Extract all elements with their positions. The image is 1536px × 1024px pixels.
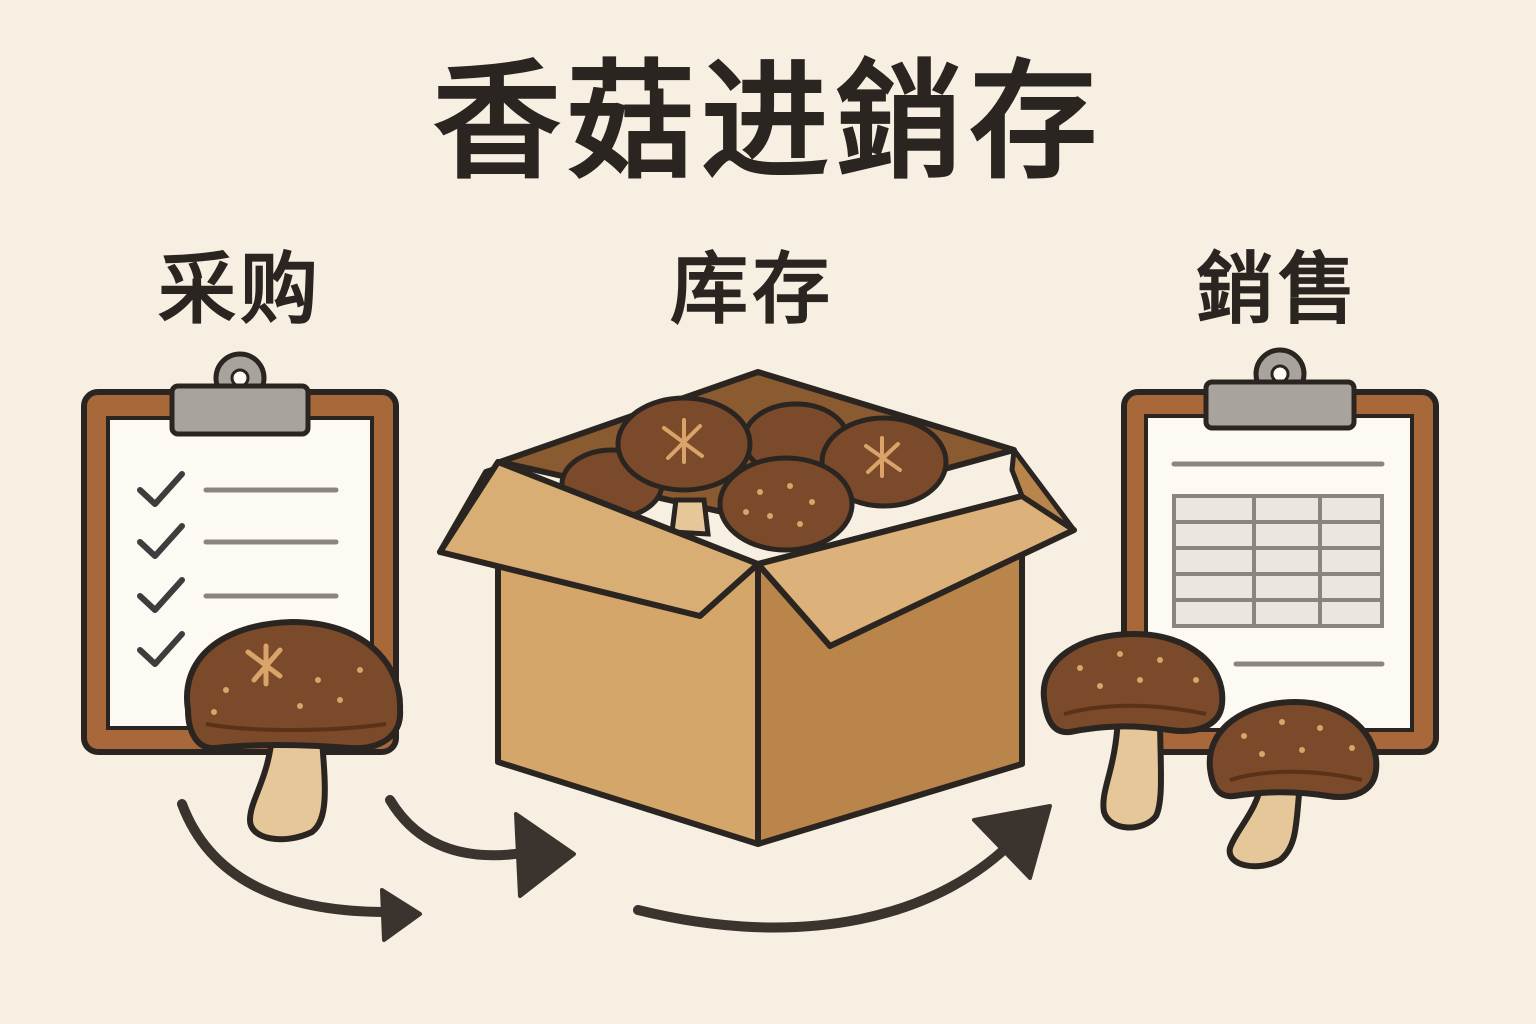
stage-label-purchase: 采购 xyxy=(157,245,322,335)
shiitake-mushroom-icon xyxy=(184,618,404,843)
flow-arrow-icon xyxy=(385,795,576,898)
flow-arrow-icon xyxy=(177,799,422,942)
flow-arrow-icon xyxy=(633,804,1052,933)
shiitake-mushroom-icon xyxy=(1206,698,1380,870)
stage-label-inventory: 库存 xyxy=(669,245,834,335)
page-title: 香菇进銷存 xyxy=(432,48,1103,197)
cardboard-box-icon xyxy=(437,369,1077,847)
shiitake-mushroom-icon xyxy=(1040,630,1226,831)
stage-label-sales: 銷售 xyxy=(1195,245,1360,335)
